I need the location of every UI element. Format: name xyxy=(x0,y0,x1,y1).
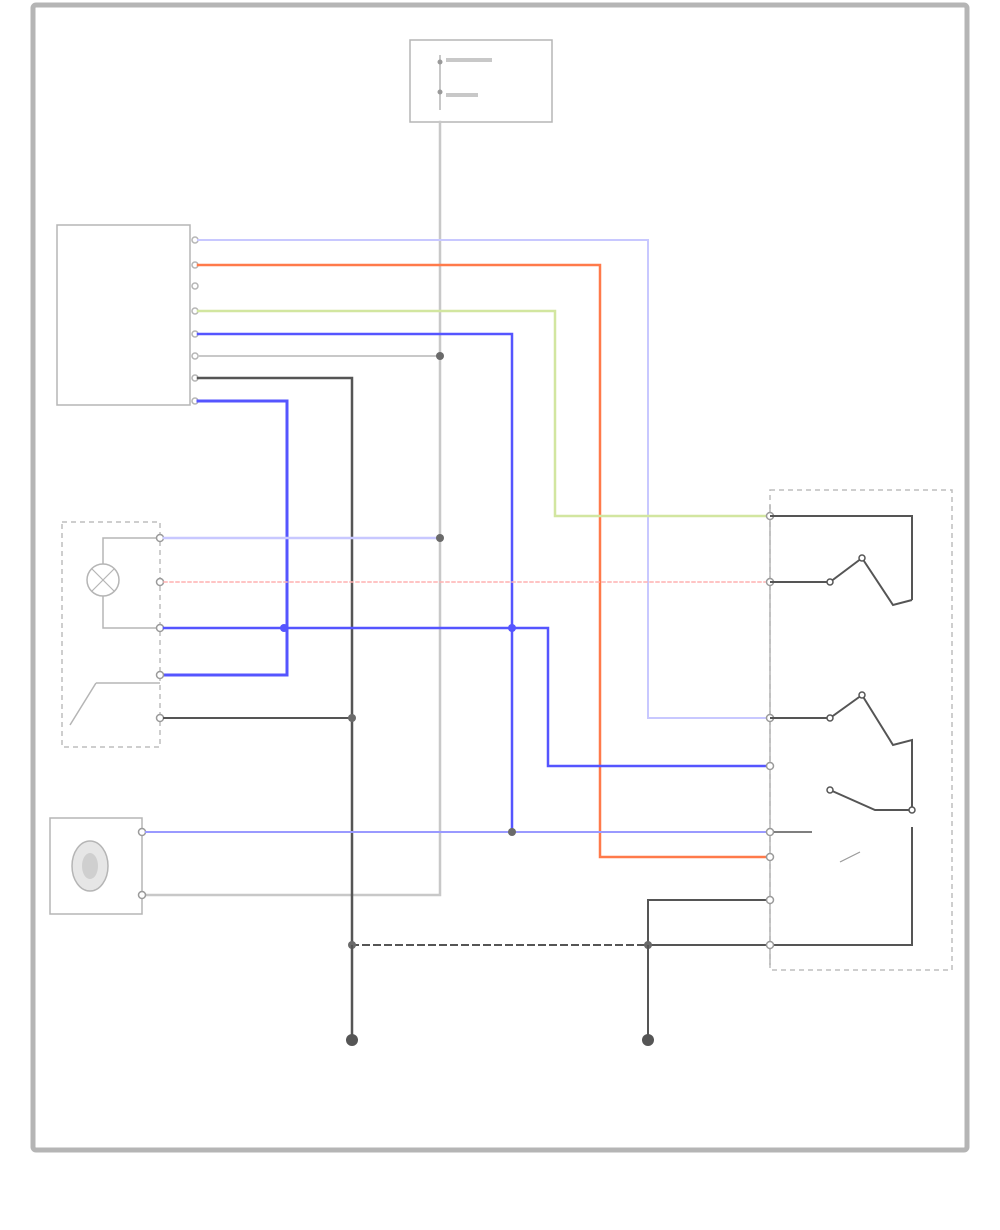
left-switch xyxy=(61,521,165,748)
module xyxy=(56,224,199,406)
ground-right xyxy=(642,945,654,1046)
splices xyxy=(280,352,652,949)
wire-module-pin-2 xyxy=(196,263,767,859)
wire-module-pin-4 xyxy=(196,309,767,518)
right-switch xyxy=(765,489,953,971)
wire-ground-right xyxy=(647,827,913,1036)
ground-left xyxy=(346,945,358,1046)
fuse-block xyxy=(409,39,553,123)
wire-module-pin-5 xyxy=(196,332,514,834)
sensor xyxy=(49,817,147,915)
wire-module-pin-1 xyxy=(197,239,766,719)
wire-feed xyxy=(138,120,442,897)
wire-left-switch-3 xyxy=(162,626,767,768)
diagram-frame xyxy=(30,2,970,1153)
wire-module-pin-7 xyxy=(196,376,354,1037)
